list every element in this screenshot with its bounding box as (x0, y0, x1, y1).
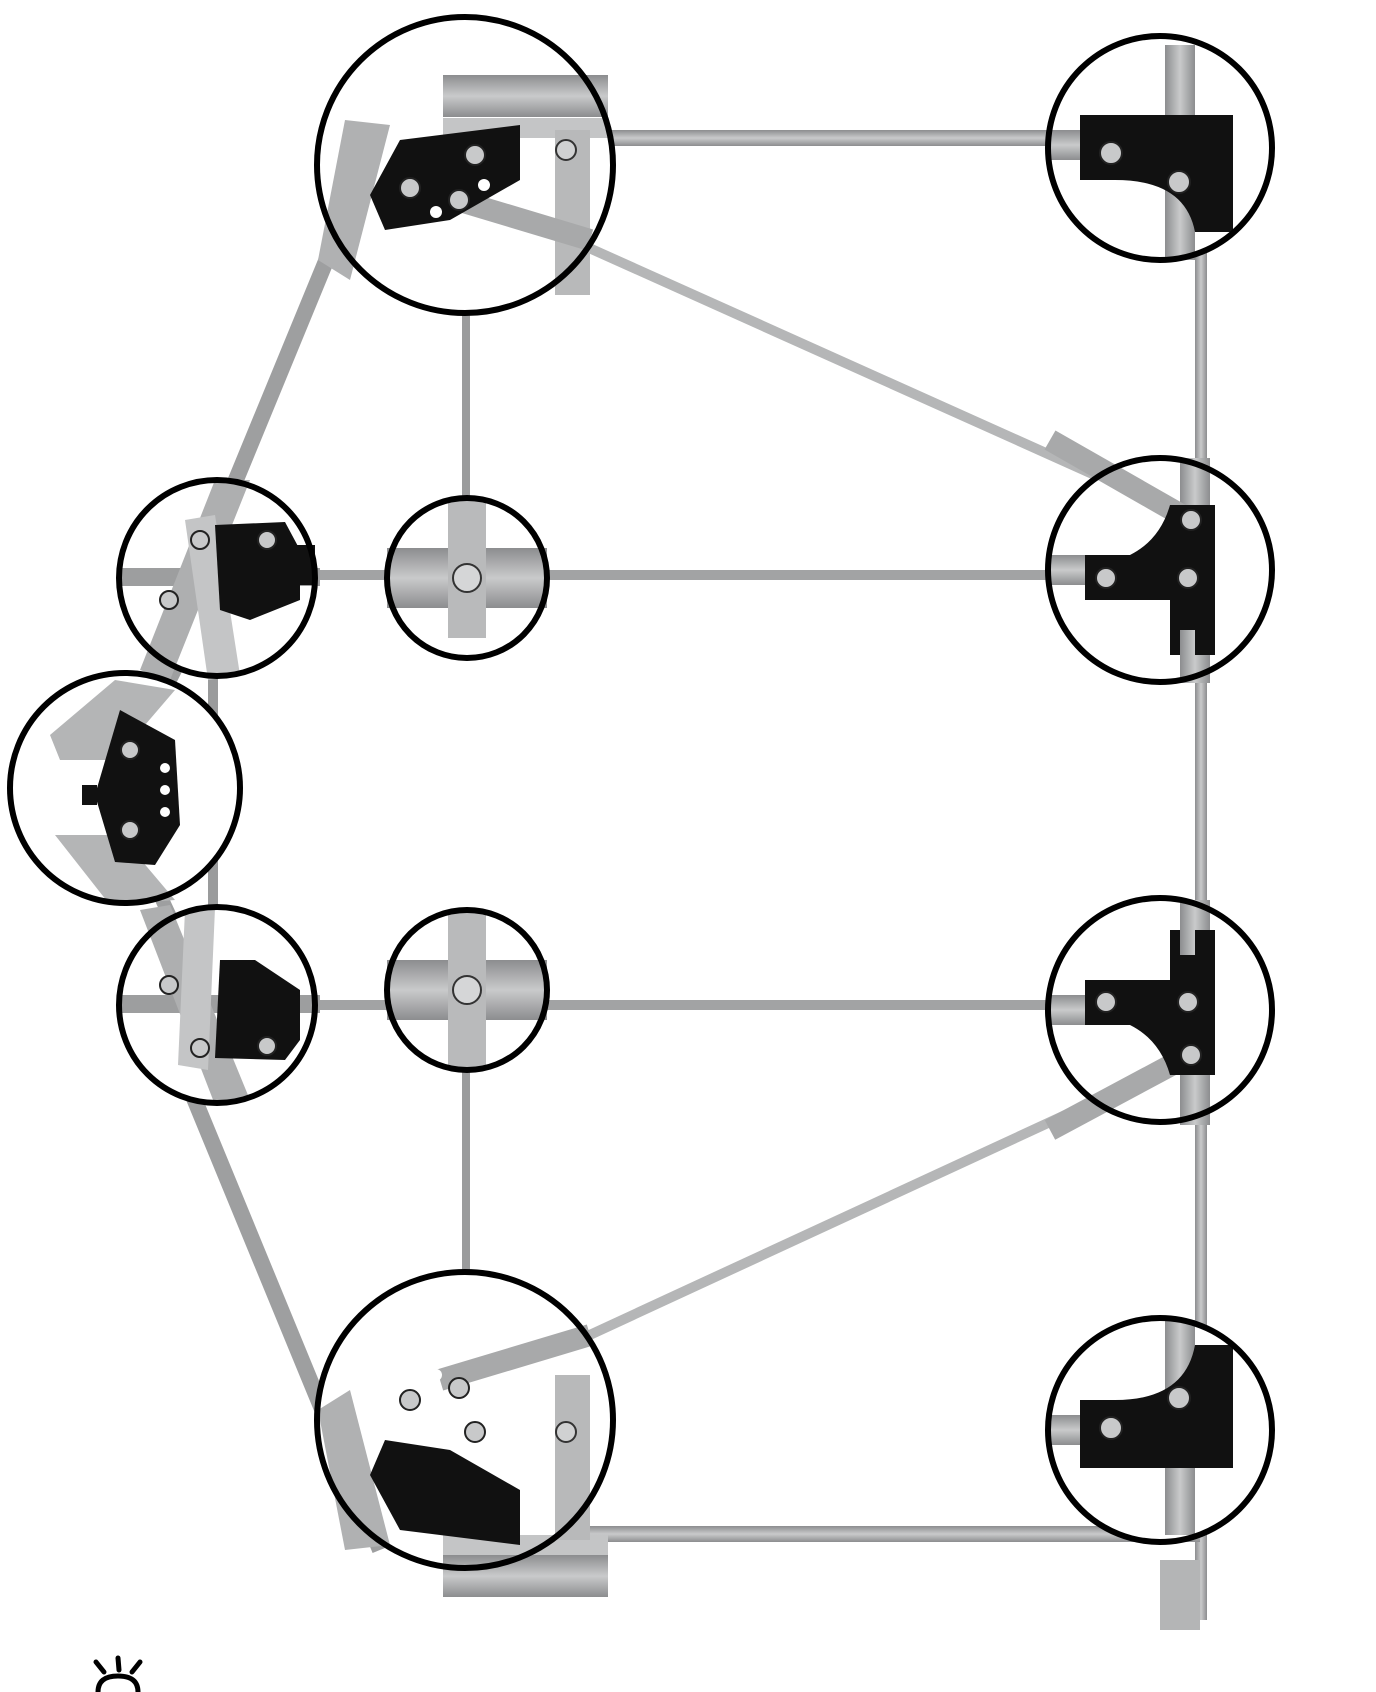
lightbulb-icon (93, 1655, 143, 1692)
center-upper-post (462, 300, 470, 590)
top-left-corner-detail (314, 14, 616, 316)
bottom-right-stub (1160, 1560, 1200, 1630)
right-upper-tee-detail (1044, 430, 1275, 685)
center-lower-post (462, 1000, 470, 1280)
center-lower-crossing-detail (384, 907, 550, 1073)
lower-middle-rail (215, 1000, 1200, 1010)
left-apex-bracket-detail (7, 670, 243, 906)
right-rail (1195, 60, 1207, 1620)
frame-structure (123, 42, 1207, 1630)
upper-middle-rail (215, 570, 1200, 580)
top-rail (440, 130, 1200, 146)
bottom-left-corner-detail (314, 1269, 616, 1597)
right-lower-tee-detail (1044, 895, 1275, 1140)
bottom-rail (440, 1526, 1200, 1542)
bottom-right-corner-detail (1045, 1315, 1275, 1545)
center-upper-crossing-detail (384, 495, 550, 661)
left-upper-bracket-detail (116, 477, 320, 680)
top-right-corner-detail (1045, 33, 1275, 263)
left-lower-bracket-detail (116, 904, 320, 1106)
